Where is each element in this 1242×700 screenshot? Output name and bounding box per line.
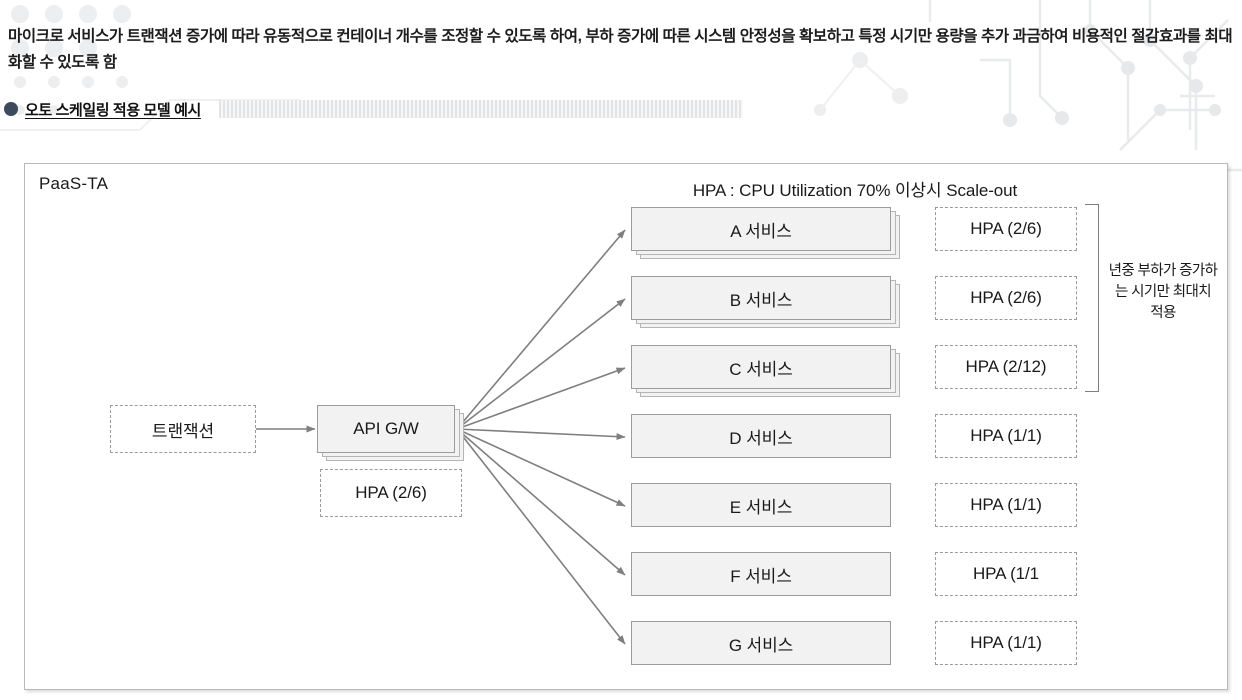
service-box-e[interactable]: E 서비스 bbox=[631, 483, 891, 527]
node-api-gateway[interactable]: API G/W bbox=[317, 405, 455, 453]
hpa-badge-api-gateway-label: HPA (2/6) bbox=[355, 483, 427, 502]
service-box-c[interactable]: C 서비스 bbox=[631, 345, 891, 389]
hpa-badge-f-label: HPA (1/1 bbox=[973, 564, 1039, 583]
node-api-gateway-label: API G/W bbox=[353, 419, 419, 438]
hpa-policy-title: HPA : CPU Utilization 70% 이상시 Scale-out bbox=[692, 181, 1018, 200]
service-box-b[interactable]: B 서비스 bbox=[631, 276, 891, 320]
hpa-badge-f[interactable]: HPA (1/1 bbox=[935, 552, 1077, 596]
service-box-e-label: E 서비스 bbox=[729, 497, 793, 517]
hpa-badge-b[interactable]: HPA (2/6) bbox=[935, 276, 1077, 320]
hpa-badge-d[interactable]: HPA (1/1) bbox=[935, 414, 1077, 458]
service-box-b-label: B 서비스 bbox=[729, 290, 793, 310]
hpa-badge-api-gateway[interactable]: HPA (2/6) bbox=[320, 469, 462, 517]
peak-season-bracket bbox=[1085, 204, 1099, 392]
service-box-a-label: A 서비스 bbox=[730, 221, 792, 241]
service-box-f[interactable]: F 서비스 bbox=[631, 552, 891, 596]
hpa-badge-g[interactable]: HPA (1/1) bbox=[935, 621, 1077, 665]
platform-label: PaaS-TA bbox=[39, 174, 109, 193]
node-transaction[interactable]: 트랜잭션 bbox=[110, 405, 256, 453]
bullet-point-icon bbox=[4, 102, 18, 116]
hpa-badge-g-label: HPA (1/1) bbox=[970, 633, 1042, 652]
hpa-badge-e-label: HPA (1/1) bbox=[970, 495, 1042, 514]
hpa-badge-e[interactable]: HPA (1/1) bbox=[935, 483, 1077, 527]
hpa-badge-b-label: HPA (2/6) bbox=[970, 288, 1042, 307]
heading-stripe-decoration bbox=[218, 100, 743, 118]
hpa-badge-d-label: HPA (1/1) bbox=[970, 426, 1042, 445]
service-box-g-label: G 서비스 bbox=[728, 635, 794, 655]
service-box-g[interactable]: G 서비스 bbox=[631, 621, 891, 665]
service-box-d[interactable]: D 서비스 bbox=[631, 414, 891, 458]
hpa-badge-a-label: HPA (2/6) bbox=[970, 219, 1042, 238]
service-box-a[interactable]: A 서비스 bbox=[631, 207, 891, 251]
intro-paragraph: 마이크로 서비스가 트랜잭션 증가에 따라 유동적으로 컨테이너 개수를 조정할… bbox=[8, 27, 1233, 71]
hpa-badge-a[interactable]: HPA (2/6) bbox=[935, 207, 1077, 251]
section-heading: 오토 스케일링 적용 모델 예시 bbox=[4, 98, 743, 120]
hpa-badge-c[interactable]: HPA (2/12) bbox=[935, 345, 1077, 389]
service-box-c-label: C 서비스 bbox=[729, 359, 793, 379]
hpa-badge-c-label: HPA (2/12) bbox=[965, 357, 1047, 376]
diagram-frame: PaaS-TA HPA : CPU Utilization 70% 이상시 Sc… bbox=[24, 163, 1228, 690]
service-box-d-label: D 서비스 bbox=[729, 428, 793, 448]
node-transaction-label: 트랜잭션 bbox=[151, 421, 215, 441]
peak-season-note: 년중 부하가 증가하는 시기만 최대치 적용 bbox=[1108, 263, 1218, 321]
section-heading-label: 오토 스케일링 적용 모델 예시 bbox=[25, 101, 201, 119]
service-box-f-label: F 서비스 bbox=[730, 566, 792, 586]
